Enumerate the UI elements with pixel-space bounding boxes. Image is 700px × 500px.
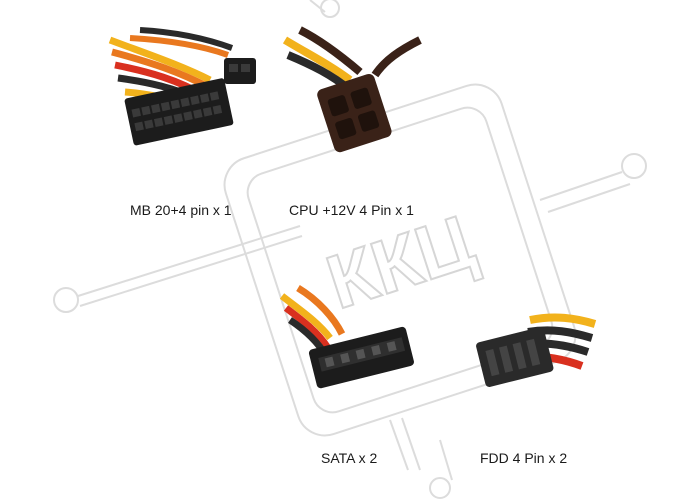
watermark-node-bottom [429, 477, 451, 499]
watermark-line-left [77, 225, 301, 297]
fdd-connector-caption: FDD 4 Pin x 2 [480, 450, 568, 466]
watermark-line-right [539, 171, 623, 201]
cpu-connector-caption: CPU +12V 4 Pin x 1 [289, 202, 414, 218]
watermark-line-bottom [389, 419, 409, 471]
watermark-line-top [309, 0, 326, 13]
watermark-node-left [53, 287, 79, 313]
sata-connector-caption: SATA x 2 [321, 450, 378, 466]
mb-connector-caption: MB 20+4 pin x 1 [130, 202, 232, 218]
watermark-node-top [320, 0, 340, 18]
watermark-node-right [621, 153, 647, 179]
